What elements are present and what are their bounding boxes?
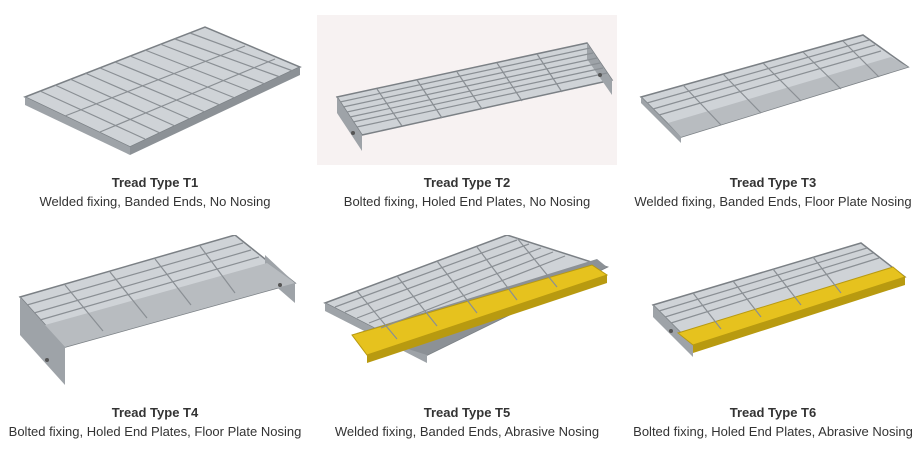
product-card-t2[interactable]: Tread Type T2 Bolted fixing, Holed End P… (317, 5, 617, 220)
product-image-t2[interactable] (317, 5, 617, 170)
tread-grating-t4 (18, 235, 297, 385)
product-image-t3[interactable] (623, 5, 917, 170)
product-card-t5[interactable]: Tread Type T5 Welded fixing, Banded Ends… (317, 235, 617, 450)
product-card-t6[interactable]: Tread Type T6 Bolted fixing, Holed End P… (623, 235, 917, 450)
product-title[interactable]: Tread Type T3 (729, 175, 817, 190)
product-title[interactable]: Tread Type T5 (423, 405, 511, 420)
product-description: Bolted fixing, Holed End Plates, Floor P… (8, 424, 302, 439)
product-title[interactable]: Tread Type T6 (729, 405, 817, 420)
floor-plate-nosing (45, 263, 295, 347)
product-description: Bolted fixing, Holed End Plates, No Nosi… (343, 194, 591, 209)
product-image-t4[interactable] (5, 235, 305, 400)
product-description: Welded fixing, Banded Ends, Abrasive Nos… (334, 424, 600, 439)
product-description: Welded fixing, Banded Ends, No Nosing (39, 194, 271, 209)
product-card-t3[interactable]: Tread Type T3 Welded fixing, Banded Ends… (623, 5, 917, 220)
product-image-t5[interactable] (317, 235, 617, 400)
product-card-t4[interactable]: Tread Type T4 Bolted fixing, Holed End P… (5, 235, 305, 450)
tread-grating-t3 (639, 34, 910, 143)
tread-grating-t2 (335, 42, 614, 151)
tread-grating-t1 (23, 26, 302, 155)
tread-grating-t5 (323, 235, 610, 363)
floor-plate-nosing (668, 57, 908, 137)
tread-grating-t6 (651, 242, 907, 357)
product-title[interactable]: Tread Type T1 (111, 175, 199, 190)
product-card-t1[interactable]: Tread Type T1 Welded fixing, Banded Ends… (5, 5, 305, 220)
product-title[interactable]: Tread Type T4 (111, 405, 199, 420)
product-image-t1[interactable] (5, 5, 305, 170)
product-description: Bolted fixing, Holed End Plates, Abrasiv… (633, 424, 913, 439)
product-image-t6[interactable] (623, 235, 917, 400)
product-description: Welded fixing, Banded Ends, Floor Plate … (634, 194, 912, 209)
product-title[interactable]: Tread Type T2 (423, 175, 511, 190)
